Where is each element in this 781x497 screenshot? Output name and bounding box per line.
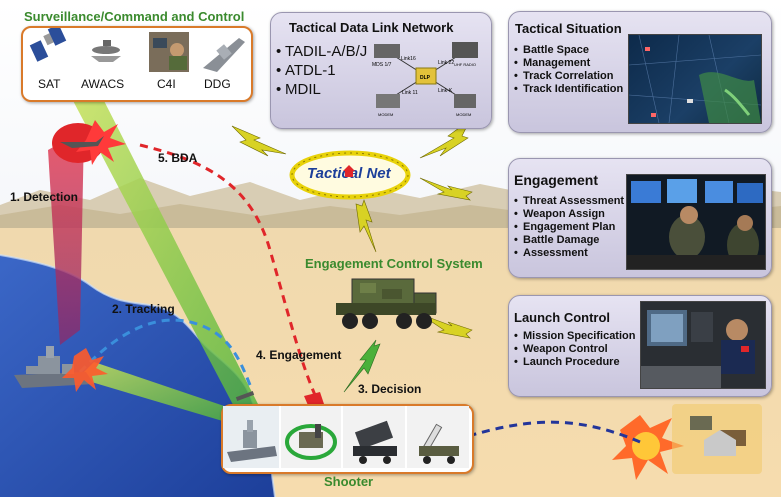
ecs-label: Engagement Control System <box>305 256 483 271</box>
awacs-icon <box>91 40 121 62</box>
situation-list: Battle Space Management Track Correlatio… <box>514 44 623 96</box>
tactical-map-image <box>628 34 762 124</box>
dl-label: MODEM <box>378 112 393 117</box>
engagement-room-scene <box>627 179 765 269</box>
step-decision: 3. Decision <box>358 382 422 396</box>
engagement-room-image <box>626 174 766 270</box>
step-detection: 1. Detection <box>10 190 79 204</box>
engagement-item: Assessment <box>523 247 588 259</box>
datalink-item: MDIL <box>276 80 367 99</box>
dl-label: Link16 <box>401 56 416 62</box>
launch-console-scene <box>641 310 755 388</box>
situation-item: Track Identification <box>514 83 623 96</box>
datalink-item: TADIL-A/B/J <box>276 42 367 61</box>
dl-label: UHF RADIO <box>454 62 476 67</box>
dl-label: DLP <box>420 75 431 81</box>
launch-item: Launch Procedure <box>514 356 635 369</box>
step-tracking: 2. Tracking <box>112 302 175 316</box>
engagement-item: Battle Damage <box>514 234 624 247</box>
datalink-title: Tactical Data Link Network <box>289 20 454 35</box>
ddg-icon <box>203 38 245 72</box>
shooter-asset-icons <box>223 406 469 468</box>
launch-item: Mission Specification <box>514 330 635 343</box>
dl-label: Link-K <box>438 88 453 94</box>
engagement-item: Weapon Assign <box>514 208 624 221</box>
launch-item: Weapon Control <box>514 343 635 356</box>
asset-label-c4i: C4I <box>157 77 176 91</box>
situation-item: Battle Space <box>514 44 623 57</box>
home-icon <box>343 165 355 177</box>
dl-label: Link 22 <box>438 60 454 66</box>
dl-label: MDS 1/7 <box>372 62 392 68</box>
mortar-shooter-icon <box>281 406 341 468</box>
situation-item: Management <box>523 57 591 69</box>
datalink-diagram: MDS 1/7 Link16 Link 22 UHF RADIO DLP Lin… <box>372 42 478 117</box>
launcher-shooter-icon <box>343 406 405 468</box>
engagement-item-cont: Assessment <box>514 247 624 260</box>
situation-item-cont: Management <box>514 57 623 70</box>
destroyer-shooter-icon <box>223 406 279 468</box>
datalink-item: ATDL-1 <box>276 61 367 80</box>
engagement-title: Engagement <box>514 172 599 188</box>
missile-launcher-icon <box>407 406 469 468</box>
surveillance-asset-icons <box>29 28 245 72</box>
situation-item: Track Correlation <box>514 70 623 83</box>
situation-title: Tactical Situation <box>515 21 622 36</box>
datalink-list: TADIL-A/B/J ATDL-1 MDIL <box>276 42 367 99</box>
satellite-icon <box>29 28 67 62</box>
step-bda: 5. BDA <box>158 151 198 165</box>
c4i-icon <box>149 32 189 72</box>
surveillance-title: Surveillance/Command and Control <box>24 9 245 24</box>
engagement-item: Threat Assessment <box>514 195 624 208</box>
asset-label-awacs: AWACS <box>81 77 125 91</box>
engagement-item: Engagement Plan <box>514 221 624 234</box>
launch-console-image <box>640 301 766 389</box>
asset-label-sat: SAT <box>38 77 61 91</box>
ecs-truck-icon <box>336 278 437 329</box>
asset-label-ddg: DDG <box>204 77 231 91</box>
shooter-label: Shooter <box>324 474 374 489</box>
step-engagement: 4. Engagement <box>256 348 342 362</box>
engagement-list: Threat Assessment Weapon Assign Engageme… <box>514 195 624 260</box>
tactical-map-overlay <box>629 35 761 123</box>
dl-label: Link 11 <box>402 90 418 96</box>
dl-label: MODEM <box>456 112 471 117</box>
launch-list: Mission Specification Weapon Control Lau… <box>514 330 635 369</box>
launch-title: Launch Control <box>514 310 611 325</box>
